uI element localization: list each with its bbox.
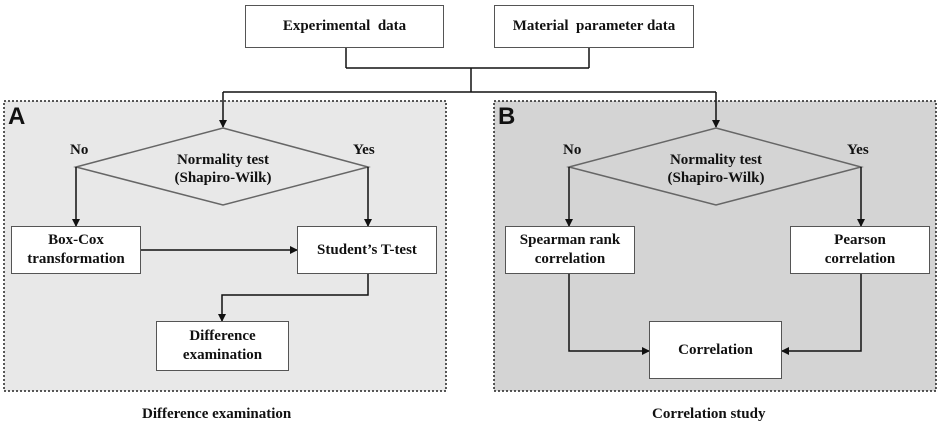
- panel-a-yes-label: Yes: [353, 142, 375, 158]
- box-cox-box: Box-Cox transformation: [11, 226, 141, 274]
- arrow-pearson-to-correlation: [781, 274, 862, 355]
- t-test-box: Student’s T-test: [297, 226, 437, 274]
- panel-a-letter: A: [8, 103, 26, 130]
- decision-diamond-b: [566, 127, 864, 206]
- panel-a-no-label: No: [70, 142, 89, 158]
- decision-b-line2: (Shapiro-Wilk): [667, 170, 765, 186]
- panel-b-letter: B: [498, 103, 516, 130]
- pearson-box: Pearson correlation: [790, 226, 930, 274]
- decision-b-line1: Normality test: [669, 152, 763, 168]
- panel-b-yes-label: Yes: [847, 142, 869, 158]
- arrow-spearman-to-correlation: [568, 274, 650, 355]
- material-parameter-data-box: Material parameter data: [494, 5, 694, 48]
- decision-diamond-a: [73, 127, 371, 206]
- decision-b-text: Normality test (Shapiro-Wilk): [646, 151, 786, 187]
- panel-a-caption: Difference examination: [142, 406, 292, 422]
- spearman-box: Spearman rank correlation: [505, 226, 635, 274]
- panel-b-caption: Correlation study: [652, 406, 766, 422]
- decision-a-text: Normality test (Shapiro-Wilk): [153, 151, 293, 187]
- arrow-ttest-to-difference: [218, 274, 369, 322]
- decision-a-line2: (Shapiro-Wilk): [174, 170, 272, 186]
- panel-b-no-label: No: [563, 142, 582, 158]
- correlation-box: Correlation: [649, 321, 782, 379]
- decision-a-line1: Normality test: [176, 152, 270, 168]
- difference-examination-box: Difference examination: [156, 321, 289, 371]
- experimental-data-box: Experimental data: [245, 5, 444, 48]
